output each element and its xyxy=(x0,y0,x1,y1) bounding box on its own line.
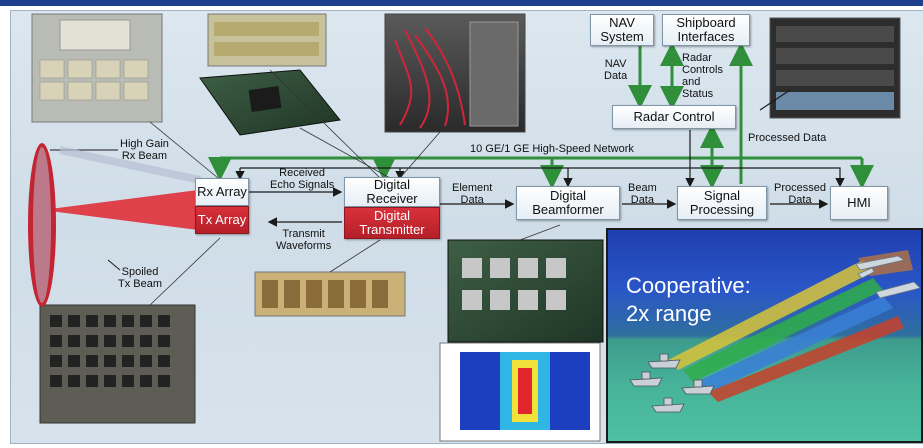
element-data-label: Element Data xyxy=(452,182,493,206)
hmi-block: HMI xyxy=(830,186,888,220)
digital-receiver-block: Digital Receiver xyxy=(344,177,440,207)
photo-beamformer-board xyxy=(447,239,604,343)
processed-data-label: Processed Data xyxy=(774,182,826,206)
high-gain-label: High Gain Rx Beam xyxy=(120,138,169,162)
photo-receiver-boards xyxy=(199,13,341,136)
photo-array-panel-top xyxy=(31,13,163,123)
beam-cone xyxy=(28,143,201,307)
tx-array-block: Tx Array xyxy=(195,206,249,234)
cooperative-scene xyxy=(629,250,921,413)
photo-tx-module-grid xyxy=(39,304,196,424)
network-bus xyxy=(208,42,874,189)
digital-beamformer-block: Digital Beamformer xyxy=(516,186,620,220)
slide-top-bar xyxy=(0,0,923,6)
nav-data-label: NAV Data xyxy=(604,58,628,82)
processed-data-top-label: Processed Data xyxy=(748,132,827,144)
radar-control-block: Radar Control xyxy=(612,105,736,129)
radar-controls-label: Radar Controls and Status xyxy=(682,52,723,100)
digital-transmitter-block: Digital Transmitter xyxy=(344,207,440,239)
control-lines xyxy=(235,89,845,227)
beam-data-label: Beam Data xyxy=(628,182,657,206)
cooperative-caption: Cooperative: 2x range xyxy=(626,273,751,326)
photo-rack-cables xyxy=(384,13,526,133)
received-echo-label: Received Echo Signals xyxy=(270,167,335,191)
aircraft-icons xyxy=(855,255,921,299)
spoiled-label: Spoiled Tx Beam xyxy=(118,266,163,290)
ship-icons xyxy=(629,353,715,413)
transmit-waveforms-label: Transmit Waveforms xyxy=(276,228,332,252)
leader-lines xyxy=(149,69,561,306)
rx-array-block: Rx Array xyxy=(195,178,249,206)
cooperative-inset: Cooperative: 2x range xyxy=(606,228,923,443)
photo-transmit-board xyxy=(254,271,406,317)
shipboard-interfaces-block: Shipboard Interfaces xyxy=(662,14,750,46)
photo-beam-pattern-plot xyxy=(439,342,601,442)
signal-processing-block: Signal Processing xyxy=(677,186,767,220)
photo-processor-rack xyxy=(769,17,901,119)
network-label: 10 GE/1 GE High-Speed Network xyxy=(470,143,634,155)
nav-system-block: NAV System xyxy=(590,14,654,46)
